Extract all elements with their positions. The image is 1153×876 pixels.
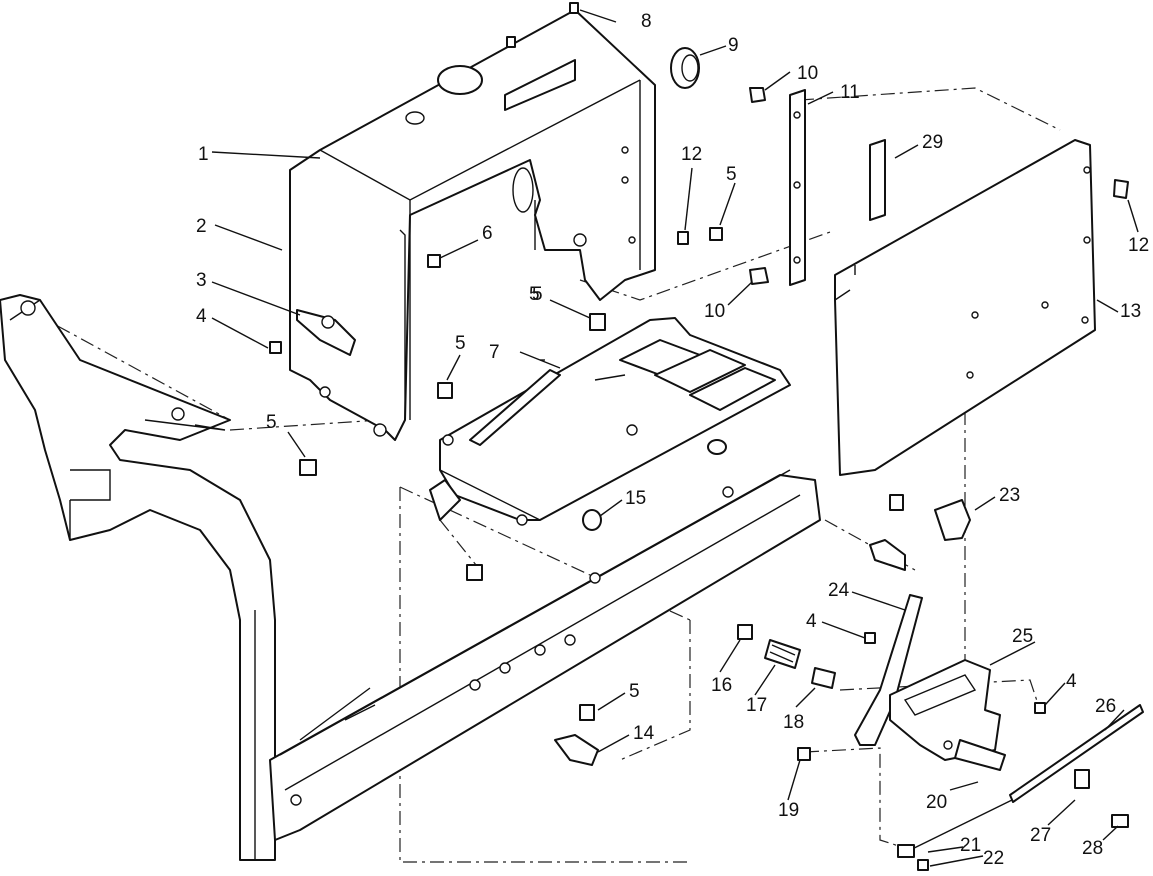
callout-19: 19 — [778, 800, 799, 821]
cable-clamp — [869, 539, 906, 571]
callout-5: 5 — [266, 412, 277, 433]
callout-29: 29 — [922, 132, 943, 153]
fasteners — [269, 2, 1129, 761]
callout-21: 21 — [960, 835, 981, 856]
callout-24: 24 — [828, 580, 850, 601]
bracket-bar — [789, 89, 806, 286]
callout-10: 10 — [704, 301, 725, 322]
callout-5: 5 — [629, 681, 640, 702]
callout-16: 16 — [711, 675, 732, 696]
callout-12: 12 — [681, 144, 702, 165]
console-housing — [289, 9, 656, 441]
shift-cable — [897, 704, 1144, 871]
callout-13: 13 — [1120, 301, 1141, 322]
callout-4: 4 — [196, 306, 207, 327]
callout-14: 14 — [633, 723, 655, 744]
callout-11: 11 — [840, 82, 860, 103]
callout-1: 1 — [198, 144, 209, 165]
callout-22: 22 — [983, 848, 1004, 869]
callout-8: 8 — [641, 11, 652, 32]
callout-25: 25 — [1012, 626, 1033, 647]
control-plate — [429, 317, 791, 526]
callout-4: 4 — [806, 611, 817, 632]
callout-28: 28 — [1082, 838, 1103, 859]
shift-bracket — [889, 659, 1001, 761]
cable-clamp — [554, 734, 599, 766]
callout-6: 6 — [482, 223, 493, 244]
callout-labels: 1 2 3 4 5 6 7 8 9 10 11 12 5 29 12 10 5 … — [196, 11, 1149, 869]
callout-3: 3 — [196, 270, 207, 291]
callout-7: 7 — [489, 342, 500, 363]
callout-18: 18 — [783, 712, 804, 733]
callout-leaders — [211, 9, 1139, 867]
callout-23: 23 — [999, 485, 1020, 506]
knob — [934, 499, 971, 541]
callout-5: 5 — [455, 333, 466, 354]
frame-weldment — [0, 294, 821, 861]
callout-20: 20 — [926, 792, 947, 813]
callout-15: 15 — [625, 488, 646, 509]
callout-26: 26 — [1095, 696, 1116, 717]
shift-lever — [854, 594, 923, 746]
callout-27: 27 — [1030, 825, 1051, 846]
side-shield — [834, 139, 1096, 476]
callout-9: 9 — [728, 35, 739, 56]
callout-17: 17 — [746, 695, 767, 716]
callout-5: 5 — [529, 284, 540, 305]
callout-4: 4 — [1066, 671, 1077, 692]
callout-2: 2 — [196, 216, 207, 237]
callout-5: 5 — [532, 284, 543, 305]
callout-10: 10 — [797, 63, 818, 84]
spring — [764, 639, 801, 669]
callout-5: 5 — [726, 164, 737, 185]
spacer — [811, 667, 836, 689]
callout-12: 12 — [1128, 235, 1149, 256]
